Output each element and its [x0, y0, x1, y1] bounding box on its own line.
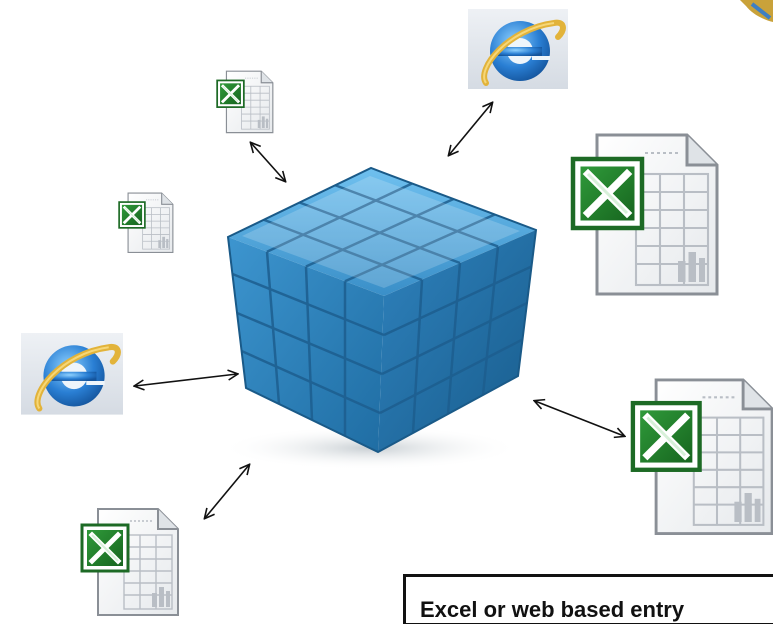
double-arrow-icon	[205, 465, 249, 518]
caption-box: Excel or web based entry	[403, 574, 773, 624]
partial-corner-icon	[740, 0, 773, 22]
data-cube-icon	[226, 166, 538, 454]
excel-sheet-icon	[82, 509, 178, 615]
excel-sheet-icon	[215, 69, 275, 135]
double-arrow-icon	[535, 401, 624, 436]
excel-sheet-icon	[117, 191, 175, 254]
internet-explorer-icon	[21, 333, 123, 415]
excel-sheet-icon	[573, 135, 717, 294]
double-arrow-icon	[251, 143, 285, 181]
double-arrow-icon	[135, 374, 237, 386]
double-arrow-icon	[449, 103, 492, 155]
caption-text: Excel or web based entry	[420, 597, 685, 622]
excel-sheet-icon	[633, 380, 772, 534]
internet-explorer-icon	[468, 9, 568, 89]
